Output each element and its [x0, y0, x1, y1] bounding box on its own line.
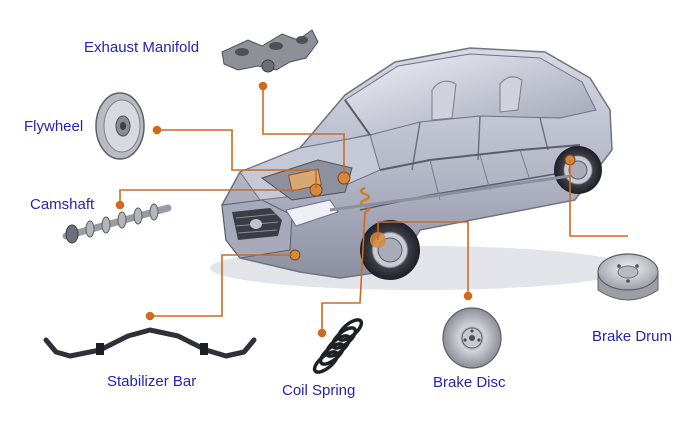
flywheel-icon — [95, 92, 145, 160]
stabilizer-bar-icon — [43, 327, 257, 359]
label-coil-spring: Coil Spring — [282, 382, 356, 399]
brake-drum-icon — [597, 253, 659, 301]
leader-lines — [115, 81, 628, 338]
label-brake-drum: Brake Drum — [592, 328, 673, 345]
label-brake-disc: Brake Disc — [433, 374, 506, 391]
brake-disc-icon — [442, 307, 502, 369]
label-flywheel: Flywheel — [24, 118, 84, 135]
car-illustration — [210, 47, 630, 290]
exhaust-manifold-icon — [221, 29, 319, 73]
camshaft-icon — [62, 203, 172, 244]
label-exhaust-manifold: Exhaust Manifold — [84, 39, 200, 56]
label-stabilizer-bar: Stabilizer Bar — [107, 373, 197, 390]
label-camshaft: Camshaft — [30, 196, 95, 213]
coil-spring-icon — [312, 318, 364, 374]
